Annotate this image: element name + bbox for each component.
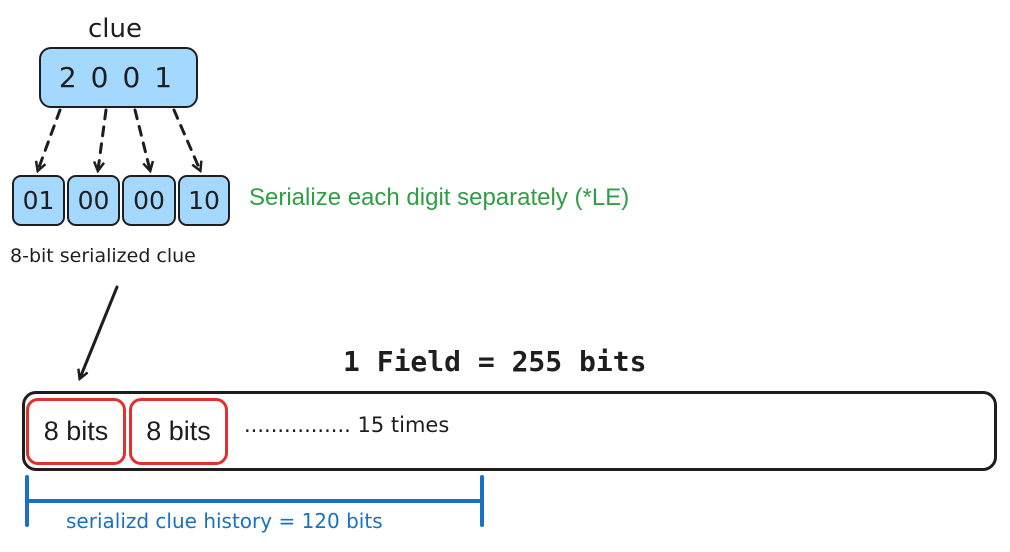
digit-box-2: 00	[122, 175, 176, 226]
bits-slot-0: 8 bits	[26, 398, 126, 465]
digit-box-3: 10	[178, 175, 230, 226]
clue-title: clue	[88, 14, 142, 44]
digit-box-0: 01	[12, 175, 65, 226]
to-field-arrow	[80, 285, 119, 378]
field-box	[22, 391, 997, 471]
repeat-label: ................ 15 times	[244, 413, 450, 437]
serialize-note: Serialize each digit separately (*LE)	[249, 184, 630, 211]
field-title: 1 Field = 255 bits	[343, 345, 647, 378]
bits-slot-1: 8 bits	[129, 398, 228, 465]
clue-box: 2001	[39, 47, 198, 108]
digit-box-1: 00	[67, 175, 120, 226]
history-label: serializd clue history = 120 bits	[66, 509, 383, 533]
history-bracket	[25, 475, 484, 527]
serialized-clue-label: 8-bit serialized clue	[10, 245, 196, 267]
split-arrow-1	[98, 108, 108, 170]
split-arrow-2	[133, 108, 150, 170]
split-arrow-3	[172, 108, 200, 170]
split-arrow-0	[38, 108, 62, 170]
